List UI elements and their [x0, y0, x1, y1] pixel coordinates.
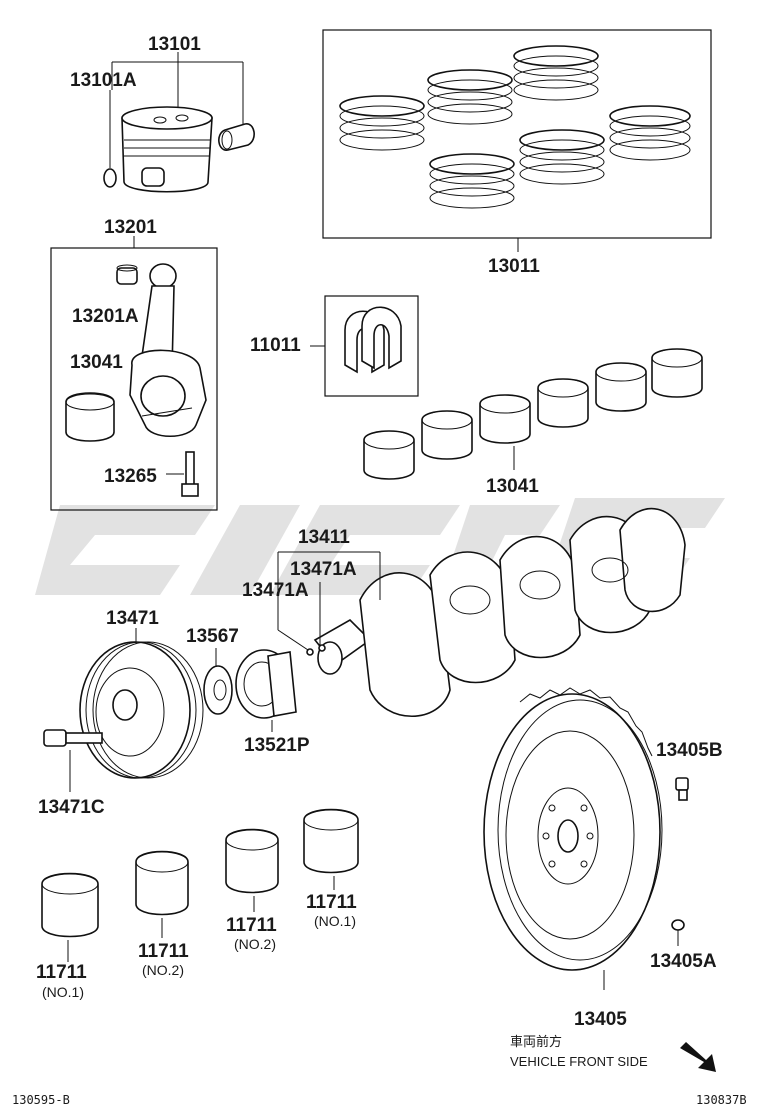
conrod-bolt-part[interactable]	[181, 451, 199, 497]
main-bearing-1-part[interactable]	[41, 872, 99, 938]
reference-code-right: 130837B	[696, 1093, 747, 1107]
ring-stack-1	[339, 95, 425, 151]
label-crank-pin-b: 13471A	[242, 580, 309, 601]
crankshaft-leaders	[277, 551, 381, 651]
label-conrod-bush: 13201A	[72, 306, 139, 327]
ring-stack-4	[609, 105, 691, 161]
thrust-washers[interactable]	[344, 306, 402, 374]
label-conrod-bearing: 13041	[70, 352, 123, 373]
timing-gear-part[interactable]	[235, 649, 297, 719]
label-crankshaft: 13411	[298, 527, 350, 548]
front-note-jp: 車両前方	[510, 1034, 562, 1049]
label-timing-gear: 13521P	[244, 735, 310, 756]
reference-code-left: 130595-B	[12, 1093, 70, 1107]
label-piston: 13101	[148, 34, 201, 55]
pulley-bolt-part[interactable]	[43, 729, 103, 747]
conrod-bearing-part[interactable]	[65, 392, 115, 442]
sublabel-main-bearing-2: (NO.2)	[142, 962, 184, 978]
label-main-bearing-4: 11711	[306, 892, 357, 913]
main-bearing-3-part[interactable]	[225, 828, 279, 894]
flywheel-pin-part[interactable]	[671, 919, 685, 931]
crankshaft[interactable]	[313, 507, 686, 718]
label-connecting-rod: 13201	[104, 217, 157, 238]
connecting-rod[interactable]	[129, 263, 207, 437]
sublabel-main-bearing-1: (NO.1)	[42, 984, 84, 1000]
label-flywheel: 13405	[574, 1009, 627, 1030]
crank-pulley[interactable]	[79, 641, 204, 779]
crank-pin-b-part[interactable]	[318, 644, 326, 652]
front-arrow-icon	[680, 1042, 716, 1072]
piston-assembly[interactable]	[103, 106, 255, 193]
label-main-bearing-2: 11711	[138, 941, 189, 962]
washer-part[interactable]	[203, 665, 233, 715]
crank-pin-a-part[interactable]	[306, 648, 314, 656]
label-washer: 13567	[186, 626, 239, 647]
conrod-bush-part[interactable]	[116, 264, 138, 285]
main-bearing-2-part[interactable]	[135, 850, 189, 916]
label-main-bearing-1: 11711	[36, 962, 87, 983]
ring-stack-2	[427, 69, 513, 125]
label-flywheel-bolt: 13405B	[656, 740, 723, 761]
label-crank-bearings: 13041	[486, 476, 539, 497]
label-main-bearing-3: 11711	[226, 915, 277, 936]
label-pulley: 13471	[106, 608, 159, 629]
flywheel-bolt-part[interactable]	[675, 777, 689, 801]
sublabel-main-bearing-3: (NO.2)	[234, 936, 276, 952]
label-conrod-bolt: 13265	[104, 466, 157, 487]
piston-rings[interactable]	[339, 45, 691, 209]
ring-set-box	[322, 29, 712, 239]
flywheel[interactable]	[483, 687, 663, 971]
ring-stack-6	[429, 153, 515, 209]
sublabel-main-bearing-4: (NO.1)	[314, 913, 356, 929]
label-crank-pin-a: 13471A	[290, 559, 357, 580]
piston-leaders	[109, 52, 244, 168]
label-piston-pin-clip: 13101A	[70, 70, 137, 91]
label-ring-set: 13011	[488, 256, 540, 277]
ring-stack-5	[519, 129, 605, 185]
label-flywheel-pin: 13405A	[650, 951, 717, 972]
main-bearing-4-part[interactable]	[303, 808, 359, 874]
front-note-en: VEHICLE FRONT SIDE	[510, 1054, 648, 1069]
label-pulley-bolt: 13471C	[38, 797, 105, 818]
label-thrust-washer: 11011	[250, 335, 301, 356]
crank-bearings[interactable]	[363, 348, 703, 480]
ring-stack-3	[513, 45, 599, 101]
